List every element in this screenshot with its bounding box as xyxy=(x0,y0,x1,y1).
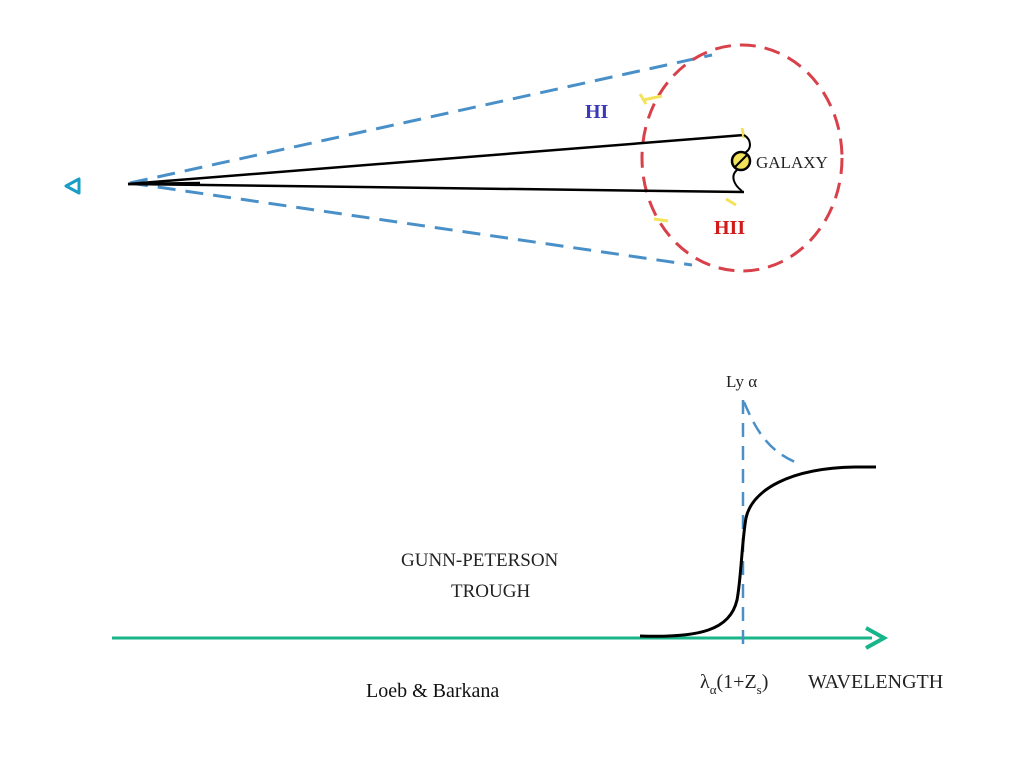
gunn-peterson-label-line2: TROUGH xyxy=(451,581,530,602)
emission-profile-dashed xyxy=(742,401,801,466)
cone-upper-edge xyxy=(129,53,713,185)
cone-lower-edge xyxy=(129,181,693,267)
sightline-upper xyxy=(127,133,745,186)
hii-label: HII xyxy=(714,217,745,239)
credit-label: Loeb & Barkana xyxy=(366,680,499,702)
lambda-suffix-close: ) xyxy=(762,671,769,693)
sightline-lower xyxy=(127,182,745,194)
hii-bubble-boundary xyxy=(640,43,844,273)
lambda-subscript: α xyxy=(710,682,717,697)
lambda-symbol: λ xyxy=(700,671,710,693)
lambda-alpha-label: λα(1+Zs) xyxy=(700,671,768,697)
bottom-panel: Ly α GUNN-PETERSON TROUGH λα(1+Zs) WAVEL… xyxy=(112,372,943,702)
wavelength-label: WAVELENGTH xyxy=(808,671,943,693)
zs-subscript: s xyxy=(757,682,762,697)
gunn-peterson-label-line1: GUNN-PETERSON xyxy=(401,550,559,571)
sightline-inner xyxy=(127,181,201,186)
lambda-suffix-open: (1+Z xyxy=(717,671,757,693)
galaxy-label: GALAXY xyxy=(756,153,828,172)
axis-arrowhead xyxy=(865,626,889,650)
galaxy-arm-lower xyxy=(732,169,743,192)
transmitted-flux-curve xyxy=(639,465,856,638)
observer-icon xyxy=(64,177,81,195)
yellow-ticks xyxy=(638,93,746,223)
top-panel: HI HII GALAXY xyxy=(64,43,844,273)
ly-alpha-label: Ly α xyxy=(726,372,757,391)
hi-label: HI xyxy=(585,101,609,123)
